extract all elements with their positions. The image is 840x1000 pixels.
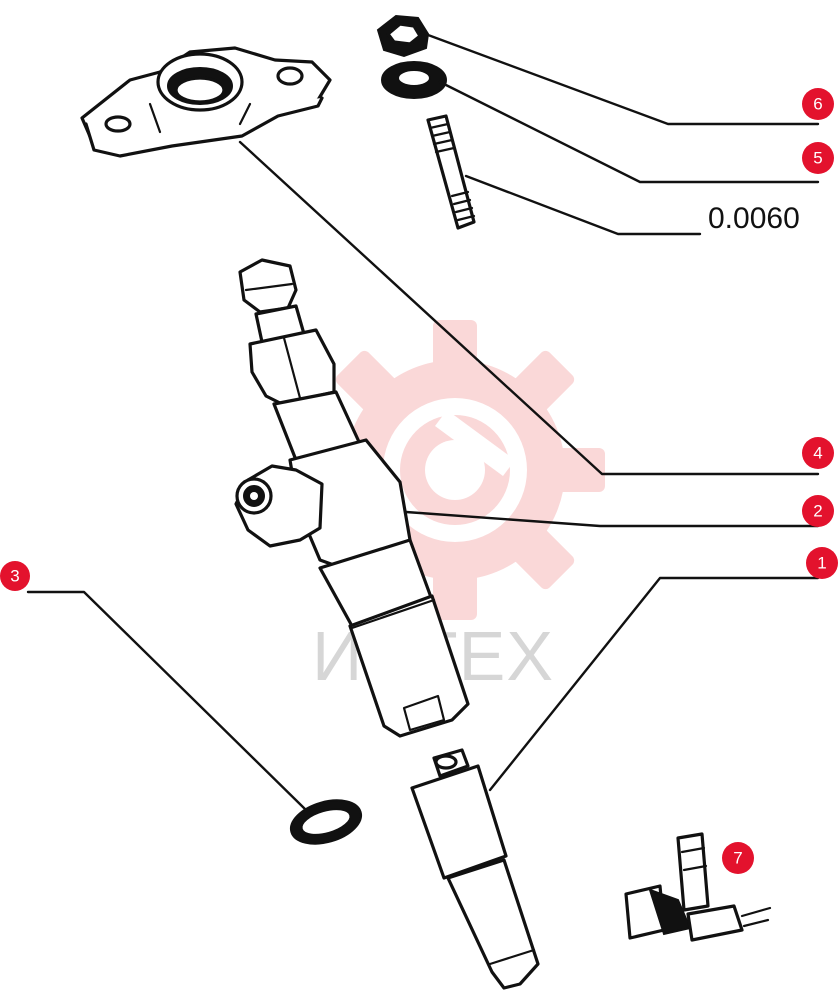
callout-label-2: 2: [813, 502, 822, 521]
callout-badge-5[interactable]: 5: [802, 142, 834, 174]
leader-lines: [26, 30, 820, 812]
callout-label-6: 6: [813, 95, 822, 114]
callout-label-7: 7: [733, 849, 742, 868]
leader-line-6: [418, 30, 820, 126]
clamp-flange-icon: [80, 46, 332, 158]
callout-badge-3[interactable]: 3: [0, 561, 30, 591]
leader-line-4: [238, 140, 820, 476]
callout-label-5: 5: [813, 149, 822, 168]
callout-badge-1[interactable]: 1: [806, 547, 838, 579]
callout-badge-2[interactable]: 2: [802, 495, 834, 527]
nozzle-icon: [410, 748, 540, 990]
leader-line-1: [488, 576, 820, 792]
nut-icon: [376, 14, 430, 58]
leader-line-5: [438, 80, 820, 184]
callout-label-3: 3: [10, 567, 19, 586]
callout-label-4: 4: [813, 444, 822, 463]
tool-kit-icon: [624, 832, 772, 942]
injector-body-icon: [234, 258, 470, 738]
callout-label-1: 1: [817, 554, 826, 573]
stud-icon: [426, 114, 476, 230]
washer-icon: [381, 61, 447, 99]
leader-line-2: [404, 510, 820, 528]
callout-badge-7[interactable]: 7: [722, 842, 754, 874]
callout-badge-6[interactable]: 6: [802, 88, 834, 120]
callout-badge-4[interactable]: 4: [802, 437, 834, 469]
part-number-label: 0.0060: [708, 202, 800, 235]
leader-line-3: [26, 590, 308, 812]
leader-line-stud: [464, 174, 702, 236]
sealing-washer-icon: [289, 799, 363, 845]
